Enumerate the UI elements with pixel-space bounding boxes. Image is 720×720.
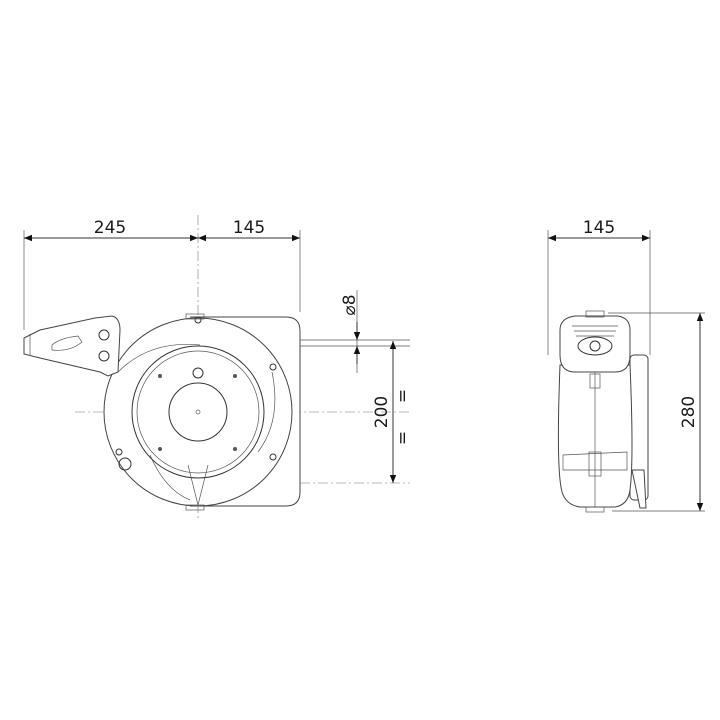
screw-icon bbox=[233, 374, 237, 378]
knob-icon bbox=[192, 367, 204, 379]
dimension-label-145: 145 bbox=[233, 218, 265, 238]
nozzle-opening bbox=[577, 336, 613, 356]
axle bbox=[195, 409, 201, 415]
screw-icon bbox=[115, 448, 123, 456]
screw-icon bbox=[98, 329, 110, 341]
dimension-label-height: 280 bbox=[679, 396, 699, 428]
screw-icon bbox=[233, 447, 237, 451]
dimension-label-width: 145 bbox=[583, 218, 615, 238]
hose-guide-side bbox=[559, 315, 631, 373]
top-tab bbox=[585, 310, 605, 318]
lock-knob-icon bbox=[118, 457, 132, 471]
dimension-label-245: 245 bbox=[94, 218, 126, 238]
arm bbox=[117, 344, 201, 373]
screw-icon bbox=[269, 453, 277, 461]
side-view: 145 280 bbox=[547, 218, 705, 513]
outlet-side bbox=[631, 469, 647, 509]
latch bbox=[589, 373, 601, 389]
screw-icon bbox=[194, 316, 202, 324]
arm bbox=[257, 371, 276, 453]
screw-icon bbox=[98, 350, 110, 362]
screw-icon bbox=[269, 363, 277, 371]
screw-icon bbox=[158, 374, 162, 378]
drum-inner-ring bbox=[136, 350, 260, 474]
front-view: 245 145 bbox=[23, 215, 413, 520]
bottom-tab bbox=[585, 506, 605, 513]
hose-guide-slot bbox=[51, 335, 83, 351]
bottom-tab bbox=[185, 504, 205, 511]
equal-mark: = bbox=[393, 389, 413, 403]
top-tab bbox=[185, 313, 205, 320]
hose-guide bbox=[23, 315, 121, 377]
handle-center bbox=[588, 451, 602, 477]
hub bbox=[168, 382, 228, 442]
handle-grip bbox=[562, 451, 628, 471]
drum bbox=[131, 345, 265, 479]
dimension-label-200: 200 bbox=[372, 396, 392, 428]
equal-mark: = bbox=[393, 431, 413, 445]
dimension-label-hole: ⌀8 bbox=[340, 294, 360, 315]
screw-icon bbox=[158, 447, 162, 451]
nozzle-center bbox=[589, 340, 601, 352]
